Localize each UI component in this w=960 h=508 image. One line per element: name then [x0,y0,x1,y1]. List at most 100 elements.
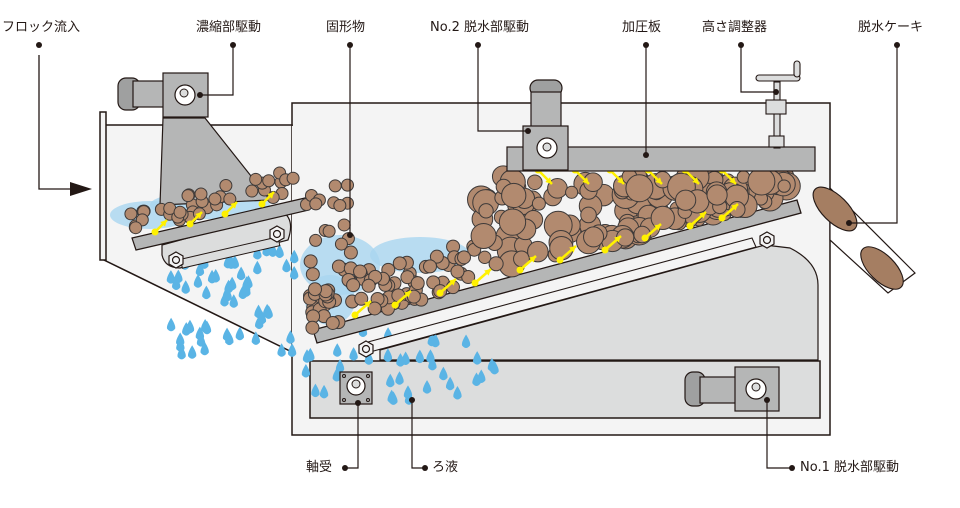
water-drop-icon [235,326,244,341]
water-drop-icon [349,347,358,361]
water-drop-icon [253,260,262,275]
label-dewatered-cake: 脱水ケーキ [858,20,924,35]
arrow-head-icon [699,212,706,219]
water-drop-icon [200,318,210,333]
solid-particle [337,218,351,232]
water-drop-icon [395,371,404,385]
arrow-head-icon [729,177,736,184]
solid-particle [354,291,369,306]
solid-particle [307,282,322,297]
water-drop-icon [396,353,405,367]
water-drop-icon [422,380,432,394]
water-drop-icon [332,368,341,382]
arrow-head-icon [160,220,167,227]
solid-particle [286,171,300,185]
solid-particle [410,276,425,291]
solid-particle [706,184,728,206]
water-drop-icon [472,372,481,387]
solid-particle [625,174,654,203]
bearing [339,371,373,405]
water-drop-icon [431,333,440,348]
solid-particle [173,205,187,219]
arrow-head-icon [230,202,237,209]
solid-particle [194,187,208,201]
water-drop-icon [172,276,181,290]
water-drop-icon [383,348,393,362]
water-drop-icon [445,376,455,391]
solid-particle [429,249,444,264]
solid-particle [223,192,237,206]
solid-particle [346,278,361,293]
water-drop-icon [251,331,261,345]
solid-particle [208,192,222,206]
label-no1-dewatering-drive: No.1 脱水部駆動 [800,460,899,475]
solid-particle [340,178,354,192]
water-drop-icon [187,345,197,359]
thickening-drive-motor [117,72,209,118]
water-drop-icon [290,265,299,280]
solid-particle [331,259,346,274]
water-drop-icon [166,270,176,284]
solid-particle [181,189,195,203]
solid-particle [333,198,347,212]
water-drop-icon [193,274,203,288]
water-drop-icon [174,269,183,284]
solid-particle [325,315,340,330]
solid-particle [334,237,348,251]
solid-particle [245,184,259,198]
no2-drive-motor [522,79,569,171]
water-drop-icon [202,285,211,300]
arrow-head-icon [655,177,662,184]
inner-chamber [379,244,819,361]
arrow-head-icon [731,204,738,211]
water-drop-icon [275,244,284,258]
arrow-head-icon [449,279,456,286]
solid-particle [498,208,527,236]
solid-particle [305,320,320,335]
water-drop-icon [335,358,345,373]
water-drop-icon [268,243,277,257]
water-drop-icon [277,343,286,357]
water-drop-icon [319,384,329,399]
water-drop-icon [195,262,205,277]
arrow-head-icon [692,177,699,184]
label-thickening-drive: 濃縮部駆動 [196,20,262,35]
water-drop-icon [182,322,191,336]
water-drop-icon [282,258,291,273]
water-drop-icon [473,351,482,365]
water-drop-icon [181,280,190,294]
water-drop-icon [461,334,471,348]
solid-particle [392,256,407,271]
solid-particle [219,178,233,192]
label-floc-inflow: フロック流入 [2,20,81,35]
arrow-head-icon [267,192,274,199]
inflow-arrow [36,42,92,196]
water-drop-icon [220,293,229,307]
solid-particle [309,197,323,211]
arrow-head-icon [614,236,621,243]
water-drop-icon [225,331,234,346]
arrow-head-icon [484,269,491,276]
solid-particle [580,206,597,224]
solid-particle [470,223,497,250]
water-drop-icon [236,266,246,281]
label-no2-dewatering-drive: No.2 脱水部駆動 [430,20,529,35]
water-drop-icon [386,373,395,388]
cake-chute [812,186,916,294]
solid-particle [549,235,574,261]
solid-particle [305,267,320,282]
water-drop-icon [290,249,299,264]
solid-particle [328,179,342,193]
height-adjuster [755,60,801,149]
water-drop-icon [257,310,267,325]
water-drop-icon [242,283,251,297]
arrow-head-icon [195,212,202,219]
water-drop-icon [227,276,237,291]
solid-particle [249,172,263,186]
water-drop-icon [207,269,217,284]
label-filtrate: ろ液 [432,460,459,475]
water-drop-icon [453,386,462,400]
arrow-head-icon [364,301,371,308]
